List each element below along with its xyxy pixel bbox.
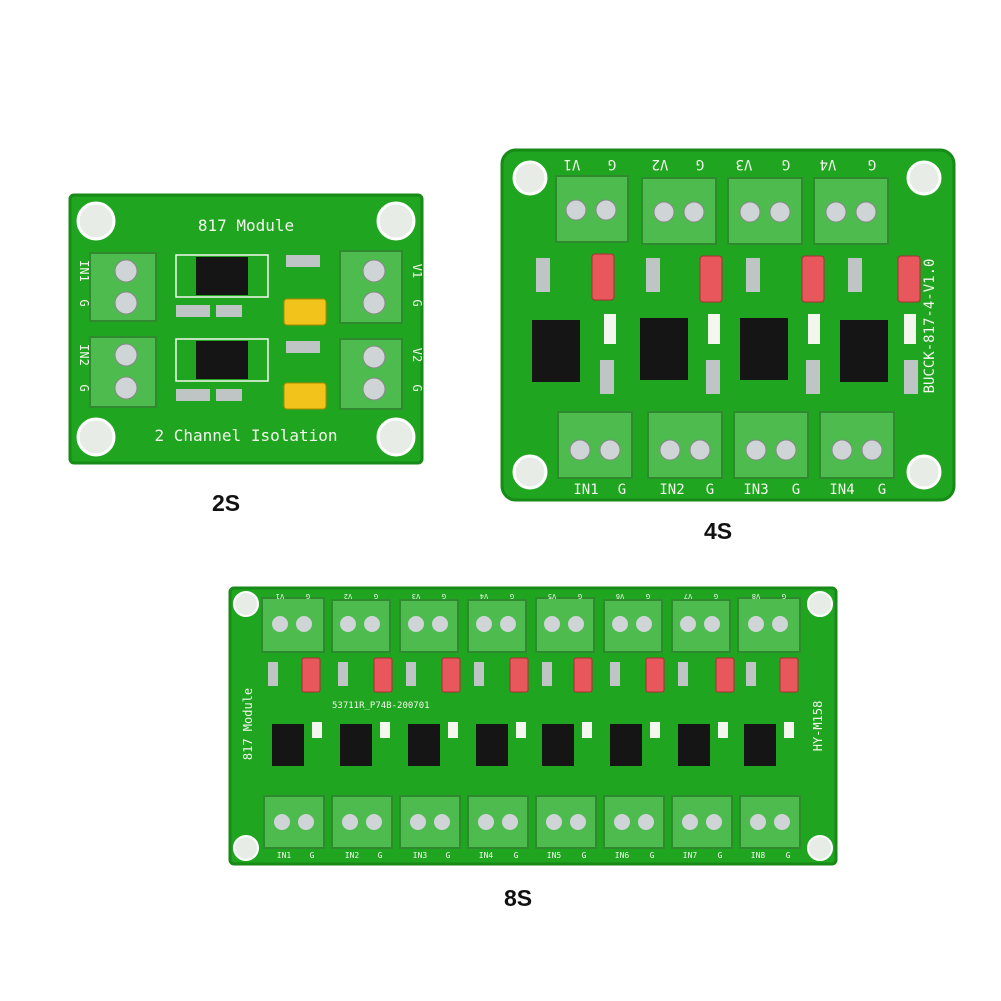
optocoupler-chip xyxy=(272,724,776,766)
label-g: G xyxy=(782,156,790,172)
label-v4: V4 xyxy=(480,592,488,600)
module-subtitle: 2 Channel Isolation xyxy=(154,426,337,445)
label-g: G xyxy=(786,851,791,860)
top-label-row: V1 G V2 G V3 G V4 G xyxy=(564,156,877,172)
terminal-block-out xyxy=(555,175,889,245)
resistor xyxy=(268,662,756,686)
label-in2: IN2 xyxy=(659,482,684,498)
label-in7: IN7 xyxy=(683,851,698,860)
mounting-hole xyxy=(76,201,416,457)
jumper xyxy=(283,298,327,410)
label-g: G xyxy=(310,851,315,860)
label-g: G xyxy=(706,482,714,498)
side-module-label: 817 Module xyxy=(241,688,255,760)
label-in2: IN2 xyxy=(77,344,91,366)
label-in2: IN2 xyxy=(345,851,360,860)
led xyxy=(312,722,794,738)
board-8s: 53711R_P74B-200701 817 Module HY-M158 IN… xyxy=(228,586,838,866)
caption-8s: 8S xyxy=(504,885,533,911)
optocoupler-chip xyxy=(532,318,888,382)
top-label-row: V1 G V2 G V3 G V4 G V5 G V6 G V7 G V8 G xyxy=(276,592,786,600)
mounting-hole xyxy=(512,160,942,490)
label-in5: IN5 xyxy=(547,851,562,860)
label-v3: V3 xyxy=(736,156,753,172)
label-g: G xyxy=(608,156,616,172)
module-title: 817 Module xyxy=(198,216,294,235)
label-g: G xyxy=(582,851,587,860)
label-v3: V3 xyxy=(412,592,420,600)
terminal-block-in xyxy=(263,795,801,849)
board-2s: 817 Module IN1 G IN2 G V1 G V2 G xyxy=(68,193,424,465)
label-in4: IN4 xyxy=(829,482,854,498)
label-v8: V8 xyxy=(752,592,760,600)
led xyxy=(604,314,916,344)
label-g: G xyxy=(442,592,446,600)
label-g: G xyxy=(792,482,800,498)
label-v7: V7 xyxy=(684,592,692,600)
label-g: G xyxy=(446,851,451,860)
label-g: G xyxy=(646,592,650,600)
label-in3: IN3 xyxy=(743,482,768,498)
label-v5: V5 xyxy=(548,592,556,600)
jumper xyxy=(301,657,799,693)
label-v1: V1 xyxy=(564,156,581,172)
label-g: G xyxy=(77,384,91,391)
label-g: G xyxy=(618,482,626,498)
bottom-label-row: IN1 G IN2 G IN3 G IN4 G xyxy=(573,482,886,498)
terminal-block-in xyxy=(557,411,895,479)
label-in1: IN1 xyxy=(77,260,91,282)
label-in6: IN6 xyxy=(615,851,630,860)
label-g: G xyxy=(782,592,786,600)
label-g: G xyxy=(868,156,876,172)
label-g: G xyxy=(510,592,514,600)
label-g: G xyxy=(374,592,378,600)
label-in1: IN1 xyxy=(573,482,598,498)
terminal-block-out xyxy=(339,250,403,410)
label-g: G xyxy=(514,851,519,860)
label-v1: V1 xyxy=(276,592,284,600)
label-g: G xyxy=(378,851,383,860)
caption-2s: 2S xyxy=(212,490,241,516)
label-in8: IN8 xyxy=(751,851,766,860)
label-v2: V2 xyxy=(410,348,424,362)
board-id-label: BUCCK-817-4-V1.0 xyxy=(922,259,938,394)
board-4s: V1 G V2 G V3 G V4 G xyxy=(500,148,956,502)
board-code-label: 53711R_P74B-200701 xyxy=(332,701,430,711)
bottom-label-row: IN1 G IN2 G IN3 G IN4 G IN5 G IN6 G IN7 … xyxy=(277,851,791,860)
label-g: G xyxy=(718,851,723,860)
label-g: G xyxy=(650,851,655,860)
caption-4s: 4S xyxy=(704,518,733,544)
optocoupler-chip xyxy=(175,254,269,382)
label-in1: IN1 xyxy=(277,851,292,860)
resistor xyxy=(176,255,320,401)
label-g: G xyxy=(77,299,91,306)
label-g: G xyxy=(878,482,886,498)
mounting-hole xyxy=(233,591,833,861)
board-model-label: HY-M158 xyxy=(811,701,825,752)
label-g: G xyxy=(410,299,424,306)
label-g: G xyxy=(714,592,718,600)
label-g: G xyxy=(410,384,424,391)
label-v6: V6 xyxy=(616,592,624,600)
label-v2: V2 xyxy=(652,156,669,172)
label-in3: IN3 xyxy=(413,851,428,860)
label-g: G xyxy=(696,156,704,172)
label-v2: V2 xyxy=(344,592,352,600)
resistor xyxy=(536,258,918,394)
terminal-block-in xyxy=(89,252,157,408)
jumper xyxy=(591,253,921,303)
label-in4: IN4 xyxy=(479,851,494,860)
label-v4: V4 xyxy=(820,156,837,172)
label-g: G xyxy=(306,592,310,600)
label-v1: V1 xyxy=(410,264,424,278)
terminal-block-out xyxy=(261,597,801,653)
label-g: G xyxy=(578,592,582,600)
